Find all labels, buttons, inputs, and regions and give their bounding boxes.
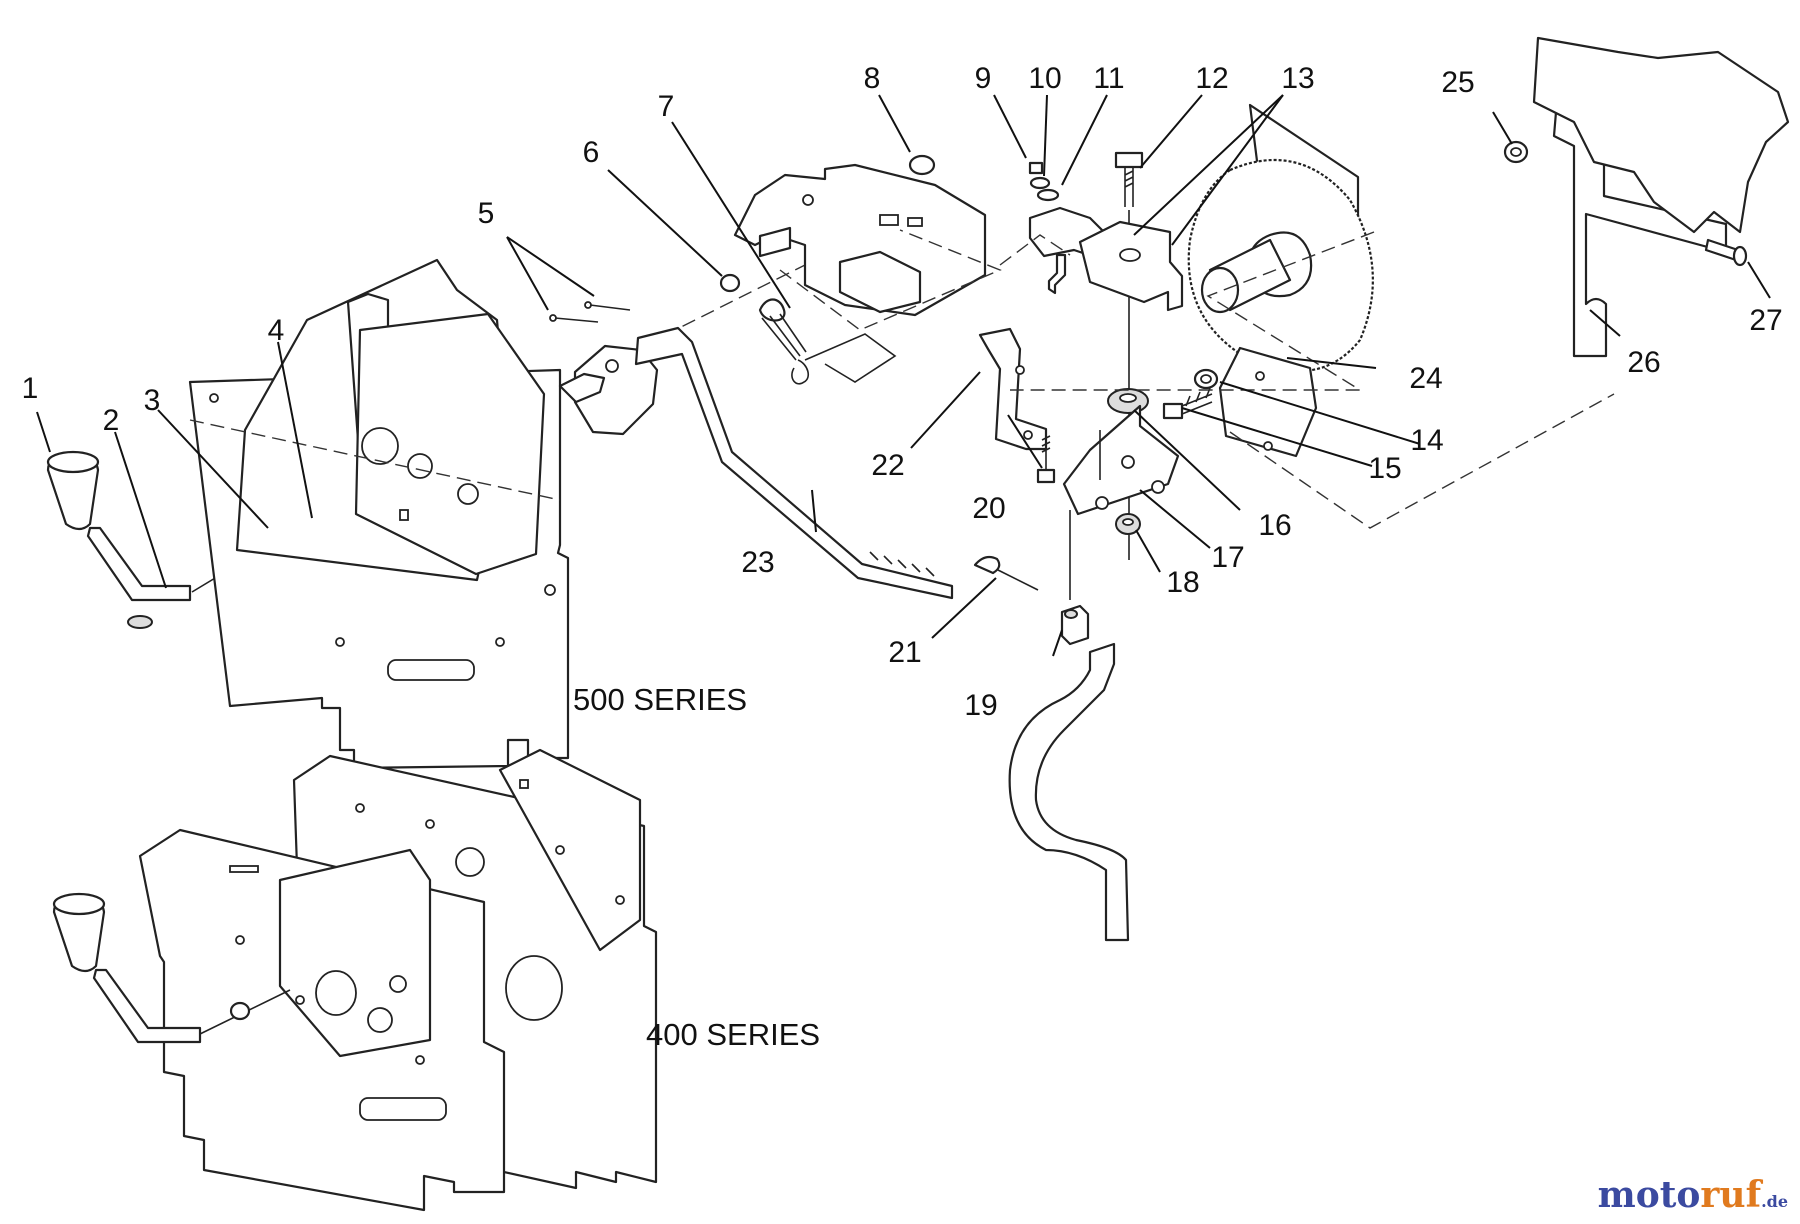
callout-3: 3	[144, 384, 161, 417]
leader-lines	[36, 94, 1771, 657]
bracket-24	[1218, 346, 1318, 458]
washer-400	[229, 1001, 251, 1021]
engine-flywheel	[1187, 103, 1374, 373]
dash-mount	[779, 229, 1002, 331]
callout-8: 8	[864, 62, 881, 95]
callout-20: 20	[972, 492, 1005, 525]
callout-22: 22	[871, 449, 904, 482]
dash-right-upper	[1010, 231, 1375, 391]
pins-5	[549, 301, 631, 323]
watermark-part-c: .de	[1761, 1192, 1788, 1211]
lever-400	[52, 892, 202, 1044]
washer-25	[1503, 140, 1529, 164]
bolt-12	[1114, 151, 1144, 207]
mount-bracket-8	[733, 163, 987, 317]
dash-panel-align	[189, 419, 561, 501]
callout-9: 9	[975, 62, 992, 95]
callout-15: 15	[1368, 452, 1401, 485]
pedal-rod	[1008, 642, 1130, 942]
callout-21: 21	[888, 636, 921, 669]
callout-26: 26	[1627, 346, 1660, 379]
spring-7	[758, 298, 810, 385]
label-400-series: 400 SERIES	[646, 1017, 820, 1052]
bolt-15	[1162, 387, 1213, 420]
fitting-19	[1060, 604, 1090, 646]
nut-6	[719, 273, 741, 293]
side-panel-500	[188, 258, 570, 770]
callout-11: 11	[1093, 62, 1124, 95]
dash-bracket-22	[999, 234, 1071, 266]
callout-23: 23	[741, 546, 774, 579]
bolt-27	[1704, 238, 1748, 267]
washer-8	[908, 154, 936, 176]
callout-14: 14	[1410, 424, 1443, 457]
cover-top-right	[1532, 36, 1790, 234]
frame-400-front	[138, 828, 506, 1212]
callout-7: 7	[658, 90, 675, 123]
callout-1: 1	[22, 372, 39, 405]
lever-handle-2	[86, 526, 192, 629]
bracket-22	[978, 327, 1048, 451]
watermark-logo: motoruf.de	[1598, 1174, 1788, 1216]
clip-21	[973, 555, 1039, 591]
spring-hook-line	[804, 333, 897, 383]
label-500-series: 500 SERIES	[573, 682, 747, 717]
callout-18: 18	[1166, 566, 1199, 599]
dash-right-lower	[1229, 393, 1615, 529]
washer-14	[1193, 368, 1219, 390]
nut-18	[1115, 513, 1141, 535]
bracket-13	[1078, 220, 1184, 312]
callout-numbers: 1 2 3 4 5 6 7 8 9 10 11 12 13 14 15 16 1…	[22, 62, 1783, 722]
callout-6: 6	[583, 136, 600, 169]
watermark-part-b: ruf	[1700, 1174, 1762, 1216]
lever-knob-1	[46, 450, 100, 531]
callout-19: 19	[964, 689, 997, 722]
callout-2: 2	[103, 404, 120, 437]
callout-13: 13	[1281, 62, 1314, 95]
callout-4: 4	[268, 314, 285, 347]
callout-17: 17	[1211, 541, 1244, 574]
callout-25: 25	[1441, 66, 1474, 99]
watermark-part-a: moto	[1597, 1174, 1701, 1216]
rod-23	[634, 326, 954, 600]
bolt-20	[1036, 434, 1056, 484]
callout-16: 16	[1258, 509, 1291, 542]
callout-5: 5	[478, 197, 495, 230]
callout-12: 12	[1195, 62, 1228, 95]
callout-10: 10	[1028, 62, 1061, 95]
callout-24: 24	[1409, 362, 1442, 395]
callout-27: 27	[1749, 304, 1782, 337]
pivot-bracket	[558, 344, 659, 436]
washer-16	[1107, 388, 1149, 414]
plate-17	[1062, 404, 1180, 516]
